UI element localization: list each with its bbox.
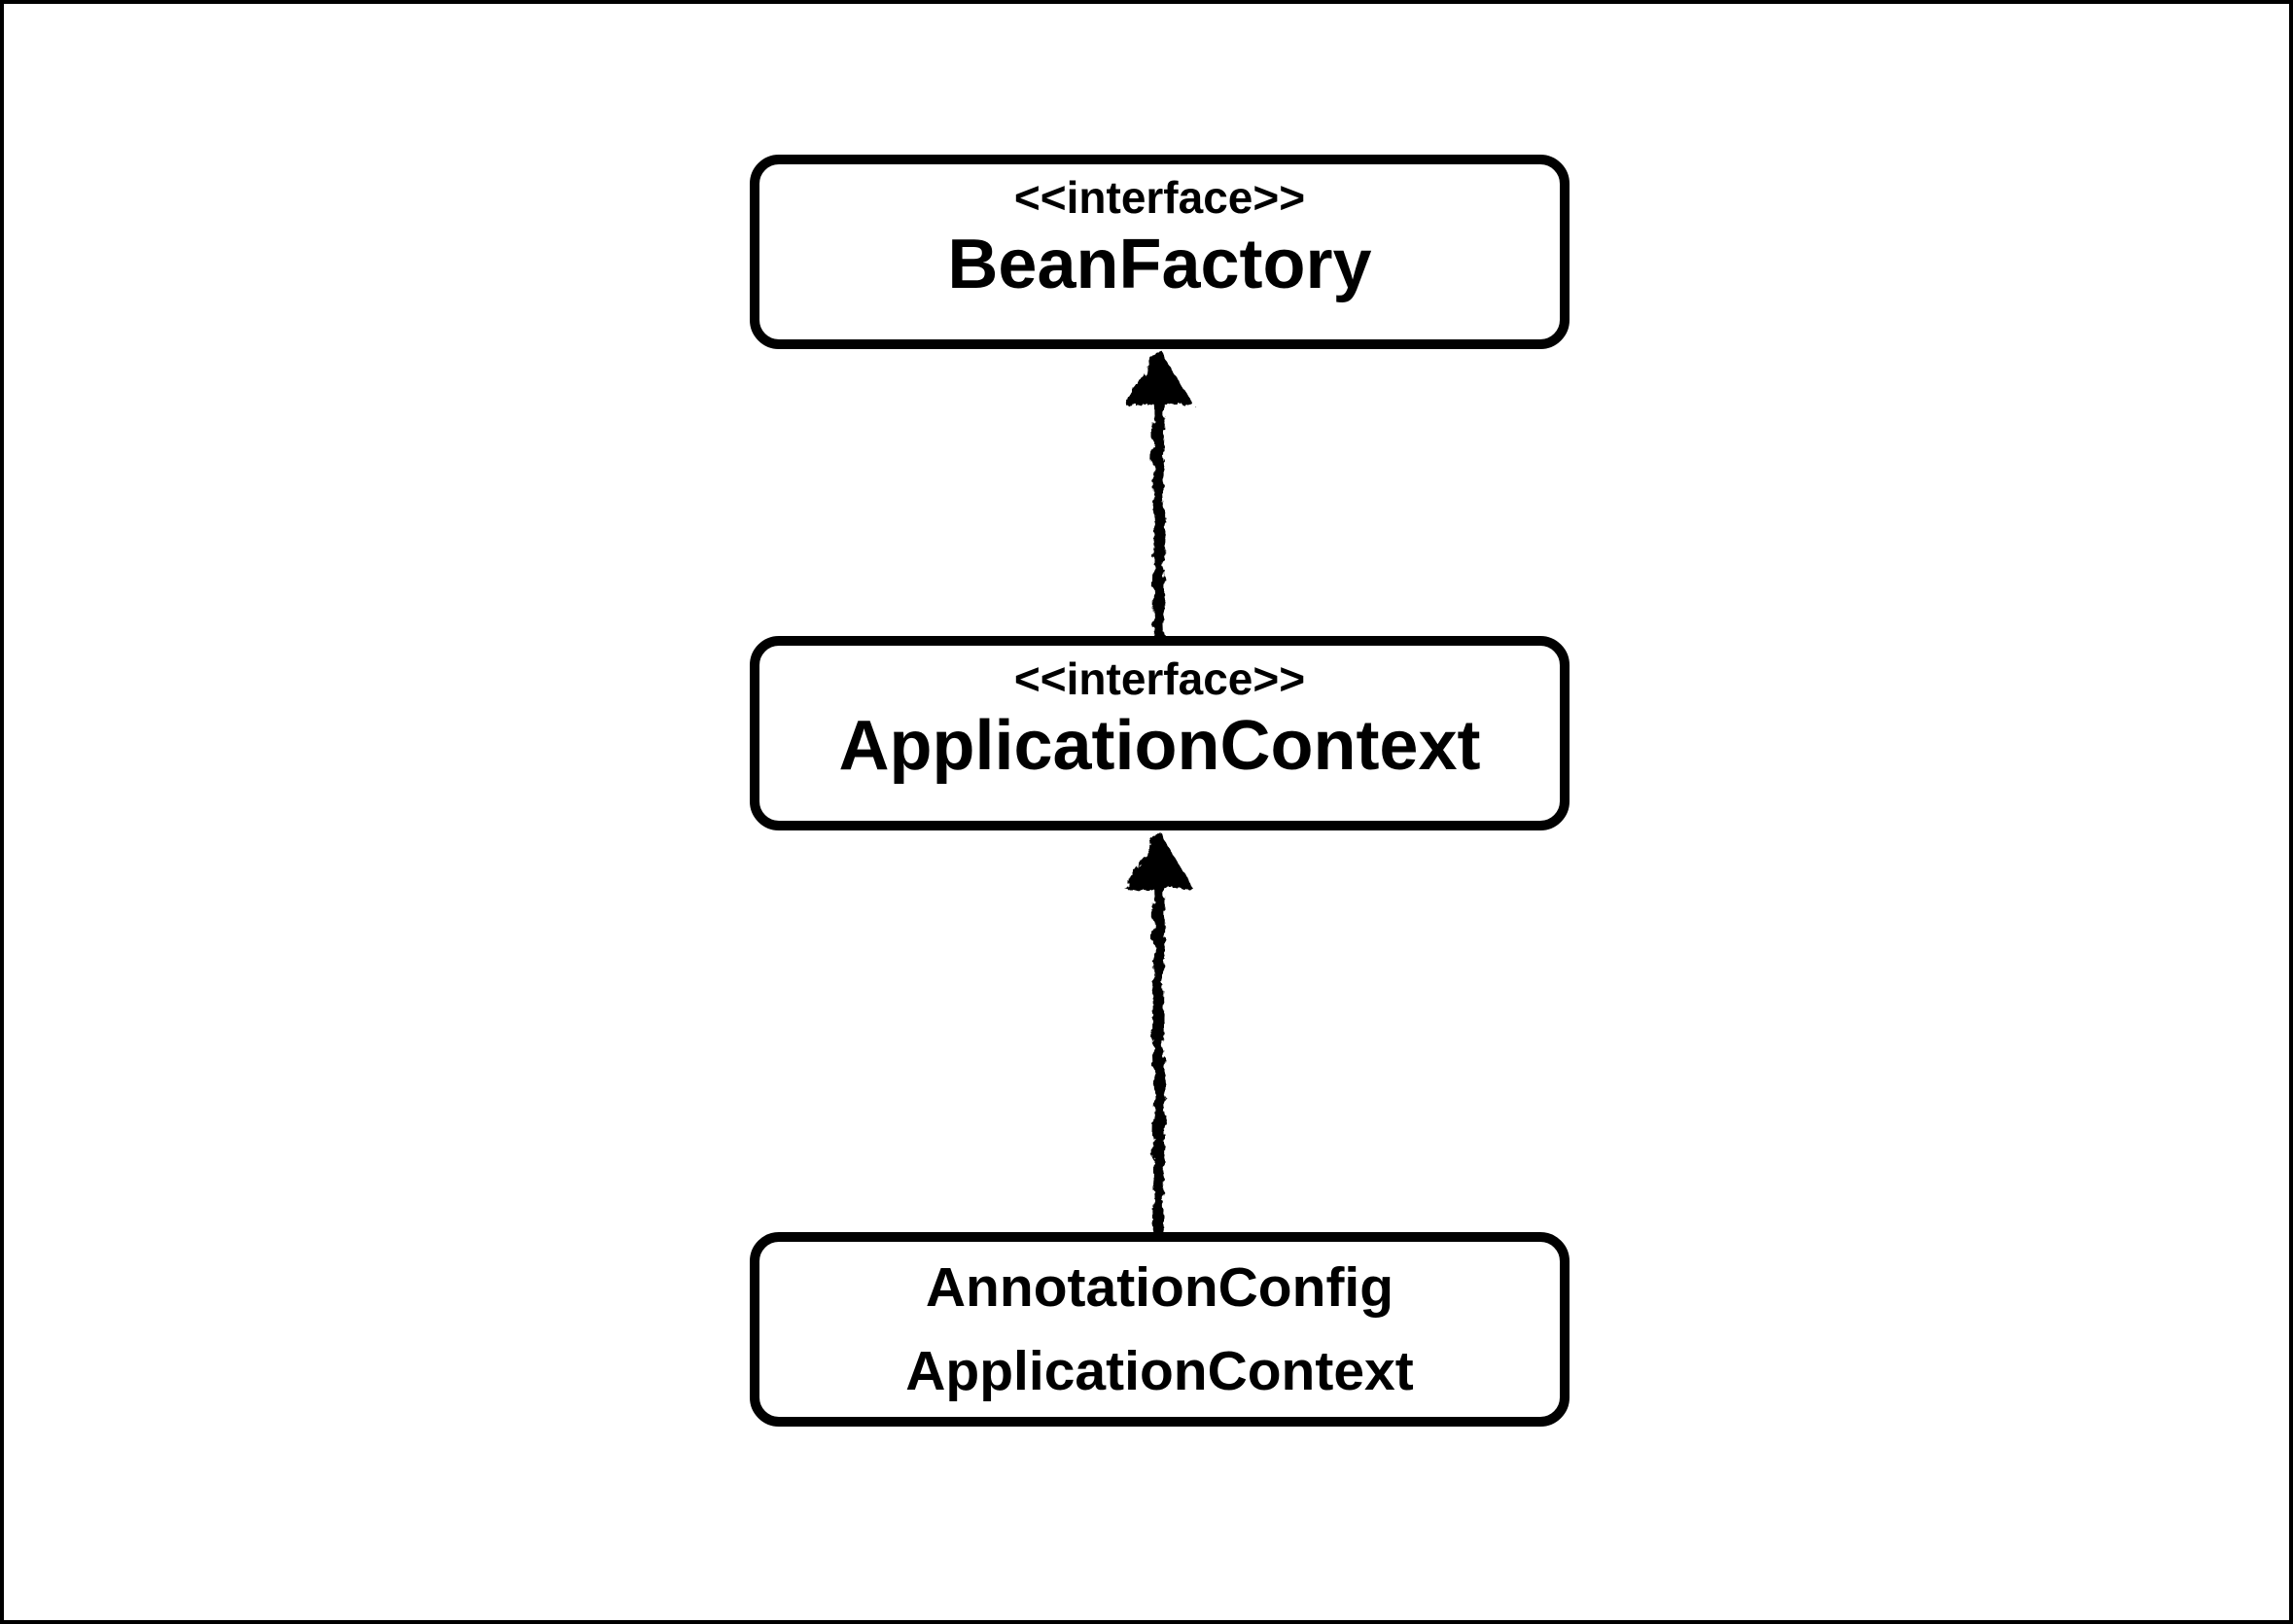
application-context-name-label: ApplicationContext <box>838 707 1481 785</box>
arrow-sketch-group <box>1125 830 1193 1241</box>
bean-factory-name-label: BeanFactory <box>947 226 1372 303</box>
arrowhead-triangle <box>1125 348 1193 405</box>
arrow-stem <box>1152 393 1165 642</box>
annotation-config-name-line2: ApplicationContext <box>905 1340 1414 1402</box>
node-application-context: <<interface>> ApplicationContext <box>750 636 1570 830</box>
application-context-stereotype-label: <<interface>> <box>1013 653 1306 704</box>
annotation-config-name-line1: AnnotationConfig <box>925 1256 1394 1319</box>
arrow-sketch-group <box>1125 348 1193 642</box>
generalization-arrow-annotationconfig-to-applicationcontext <box>1125 830 1193 1241</box>
node-bean-factory: <<interface>> BeanFactory <box>750 155 1570 349</box>
bean-factory-stereotype-label: <<interface>> <box>1013 172 1306 223</box>
generalization-arrow-applicationcontext-to-beanfactory <box>1125 348 1193 642</box>
arrowhead-triangle <box>1125 830 1193 889</box>
arrow-stem <box>1152 877 1165 1241</box>
node-annotation-config-application-context: AnnotationConfig ApplicationContext <box>750 1232 1570 1427</box>
